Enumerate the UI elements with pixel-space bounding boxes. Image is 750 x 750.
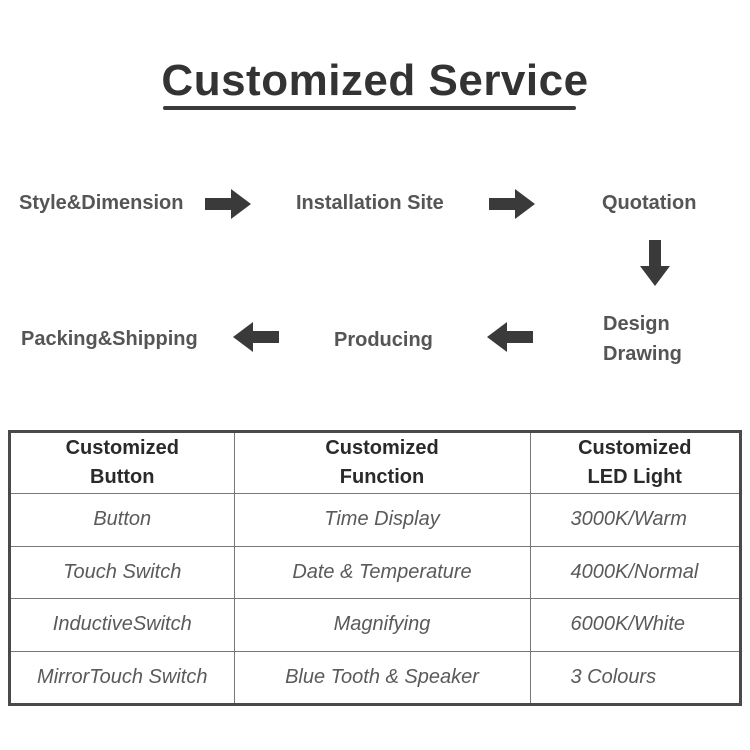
header-line: Button <box>90 466 155 488</box>
right-arrow-icon <box>489 189 535 219</box>
table-cell: Time Display <box>233 493 531 547</box>
table-row: Touch Switch Date & Temperature 4000K/No… <box>11 545 739 599</box>
header-customized-button: Customized Button <box>11 433 235 494</box>
left-arrow-icon <box>233 322 279 352</box>
page-title: Customized Service <box>161 56 589 105</box>
left-arrow-icon <box>487 322 533 352</box>
table-row: MirrorTouch Switch Blue Tooth & Speaker … <box>11 650 739 703</box>
design-drawing-line-1: Design <box>603 313 670 335</box>
flow-step-producing: Producing <box>334 329 433 351</box>
table-cell: 3 Colours <box>529 650 739 703</box>
table-cell: Blue Tooth & Speaker <box>233 650 531 703</box>
table-cell: Button <box>11 493 235 547</box>
design-drawing-line-2: Drawing <box>603 343 682 365</box>
table-cell: 4000K/Normal <box>529 545 739 599</box>
header-customized-function: Customized Function <box>233 433 531 494</box>
right-arrow-icon <box>205 189 251 219</box>
header-line: Customized <box>325 437 439 459</box>
table-cell: Date & Temperature <box>233 545 531 599</box>
flow-step-design-drawing: Design Drawing <box>603 309 682 369</box>
table-cell: 3000K/Warm <box>529 493 739 547</box>
table-cell: Magnifying <box>233 598 531 652</box>
table-header-row: Customized Button Customized Function Cu… <box>11 433 739 494</box>
down-arrow-icon <box>640 240 670 286</box>
flow-step-quotation: Quotation <box>602 192 697 214</box>
title-underline <box>163 106 576 110</box>
table-cell: Touch Switch <box>11 545 235 599</box>
table-cell: 6000K/White <box>529 598 739 652</box>
header-line: Function <box>339 466 425 488</box>
flow-step-packing-shipping: Packing&Shipping <box>21 328 198 350</box>
header-customized-led-light: Customized LED Light <box>529 433 739 494</box>
header-line: LED Light <box>587 466 682 488</box>
customization-table: Customized Button Customized Function Cu… <box>8 430 742 706</box>
table-cell: MirrorTouch Switch <box>11 650 235 703</box>
table-row: InductiveSwitch Magnifying 6000K/White <box>11 598 739 652</box>
header-line: Customized <box>578 437 692 459</box>
table-row: Button Time Display 3000K/Warm <box>11 493 739 547</box>
flow-step-style-dimension: Style&Dimension <box>19 192 184 214</box>
flow-step-installation-site: Installation Site <box>296 192 444 214</box>
header-line: Customized <box>65 437 179 459</box>
table-cell: InductiveSwitch <box>11 598 235 652</box>
